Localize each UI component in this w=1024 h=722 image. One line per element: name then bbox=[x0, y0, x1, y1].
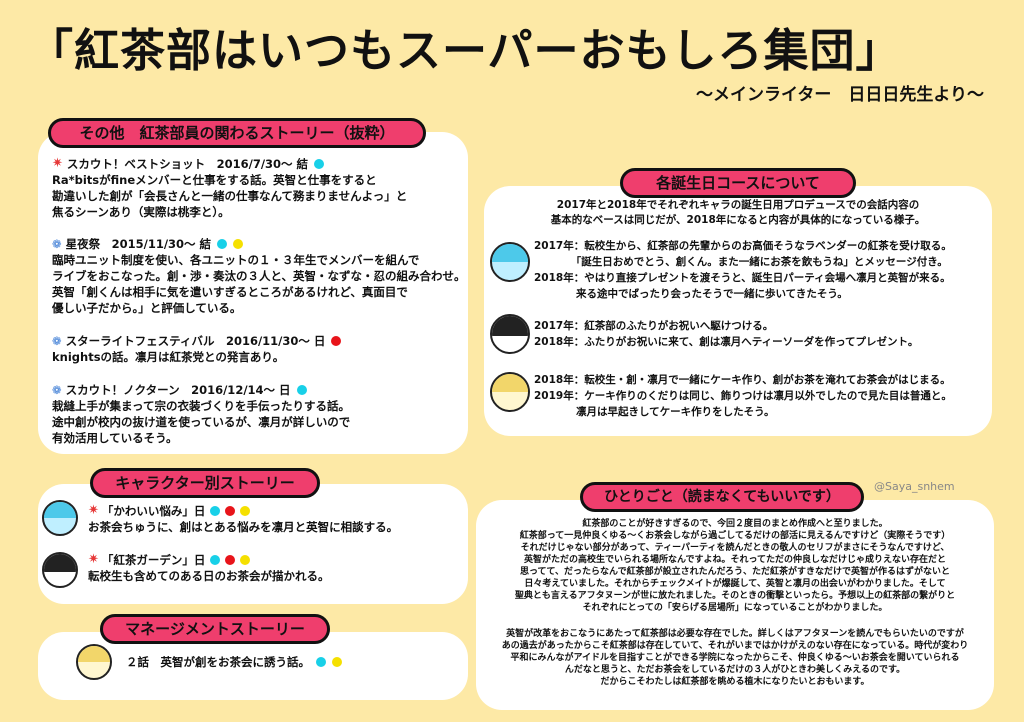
yellow-dot bbox=[332, 657, 342, 667]
red-dot bbox=[225, 506, 236, 516]
monologue-line: それだけじゃない部分があって、ティーパーティを読んだときの敬人のセリフがまさにそ… bbox=[520, 543, 950, 553]
birthday-line: 2018年：ふたりがお祝いに来て、創は凛月へティーソーダを作ってプレゼント。 bbox=[534, 336, 919, 348]
birthday-line: 2018年：やはり直接プレゼントを渡そうと、誕生日パーティ会場へ凛月と英智が来る… bbox=[534, 272, 951, 284]
page-title: 「紅茶部はいつもスーパーおもしろ集団」 bbox=[28, 24, 902, 77]
monologue-line: 平和にみんながアイドルを目指すことができる学院になったからこそ、仲良くゆる〜いお… bbox=[510, 653, 960, 663]
other-stories-card bbox=[38, 132, 468, 454]
birthday-line: 凛月は早起きしてケーキ作りをしたそう。 bbox=[534, 406, 775, 418]
character-avatar-ritsu bbox=[42, 552, 78, 588]
fan-icon: ❁ bbox=[52, 237, 62, 251]
monologue-line: 英智が改革をおこなうにあたって紅茶部は必要な存在でした。詳しくはアフタヌーンを読… bbox=[506, 629, 964, 639]
monologue-para-2: 英智が改革をおこなうにあたって紅茶部は必要な存在でした。詳しくはアフタヌーンを読… bbox=[480, 628, 990, 688]
monologue-line: んだなと思うと、ただお茶会をしているだけの３人がひときわ美しくみえるのです。 bbox=[564, 665, 906, 675]
birthday-line: 2017年：紅茶部のふたりがお祝いへ駆けつける。 bbox=[534, 320, 774, 332]
monologue-line: 聖典とも言えるアフタヌーンが世に放たれました。そのときの衝撃といったら。予想以上… bbox=[514, 591, 956, 601]
monologue-para-1: 紅茶部のことが好きすぎるので、今回２度目のまとめ作成へと至りました。 紅茶部って… bbox=[480, 518, 990, 614]
chara-item-kawaii: ✷「かわいい悩み」日 お茶会ちゅうに、創はとある悩みを凛月と英智に相談する。 bbox=[88, 503, 398, 535]
management-text: ２話 英智が創をお茶会に誘う話。 bbox=[126, 655, 310, 669]
monologue-line: 思ってて、だったらなんで紅茶部が設立されたんだろう、ただ紅茶がすきなだけで英智が… bbox=[519, 567, 951, 577]
character-avatar-eichi bbox=[76, 644, 112, 680]
other-stories-heading: その他 紅茶部員の関わるストーリー（抜粋） bbox=[48, 118, 426, 148]
birthday-line: 2019年：ケーキ作りのくだりは同じ、飾りつけは凛月以外でしたので見た目は普通と… bbox=[534, 390, 952, 402]
monologue-line: 紅茶部のことが好きすぎるので、今回２度目のまとめ作成へと至りました。 bbox=[582, 519, 888, 529]
chara-item-title: 「紅茶ガーデン」日 bbox=[101, 553, 206, 567]
monologue-line: 日々考えていました。それからチェックメイトが爆誕して、英智と凛月の出会いがわかり… bbox=[524, 579, 946, 589]
chara-stories-heading: キャラクター別ストーリー bbox=[90, 468, 320, 498]
yellow-dot bbox=[240, 555, 251, 565]
monologue-line: 英智がただの高校生でいられる場所なんですよね。それってただの仲良しなだけじゃ成り… bbox=[523, 555, 947, 565]
monologue-line: それぞれにとっての「安らげる居場所」になっていることがわかりました。 bbox=[582, 603, 888, 613]
red-dot bbox=[225, 555, 236, 565]
chara-stories-card bbox=[38, 484, 468, 604]
story-line: Ra*bitsがfineメンバーと仕事をする話。英智と仕事をすると bbox=[52, 173, 377, 187]
cyan-dot bbox=[314, 159, 325, 169]
red-dot bbox=[331, 336, 342, 346]
star-icon: ✷ bbox=[52, 156, 63, 171]
star-icon: ✷ bbox=[88, 552, 99, 567]
watermark: @Saya_snhem bbox=[874, 480, 955, 493]
monologue-line: だからこそわたしは紅茶部を眺める植木になりたいとおもいます。 bbox=[600, 677, 870, 687]
chara-item-line: 転校生も含めてのある日のお茶会が描かれる。 bbox=[88, 569, 330, 583]
chara-item-line: お茶会ちゅうに、創はとある悩みを凛月と英智に相談する。 bbox=[88, 520, 399, 534]
birthday-group-2: 2017年：紅茶部のふたりがお祝いへ駆けつける。 2018年：ふたりがお祝いに来… bbox=[534, 318, 918, 350]
monologue-card bbox=[476, 500, 994, 710]
intro-line: 2017年と2018年でそれぞれキャラの誕生日用プロデュースでの会話内容の bbox=[556, 199, 920, 211]
birthday-line: 「誕生日おめでとう、創くん。また一緒にお茶を飲もうね」とメッセージ付き。 bbox=[534, 256, 948, 268]
story-best-shot: ✷スカウト！ベストショット 2016/7/30〜 結 Ra*bitsがfineメ… bbox=[52, 156, 407, 220]
story-nocturne: ❁スカウト！ノクターン 2016/12/14〜 日 栽縫上手が集まって宗の衣装づ… bbox=[52, 382, 350, 446]
story-line: 有効活用しているそう。 bbox=[52, 431, 178, 445]
birthday-card bbox=[484, 186, 992, 436]
monologue-line: あの過去があったからこそ紅茶部は存在していて、それがいまではかけがえのない存在に… bbox=[501, 641, 969, 651]
character-avatar-tori bbox=[490, 242, 530, 282]
intro-line: 基本的なベースは同じだが、2018年になると内容が具体的になっている様子。 bbox=[550, 214, 926, 226]
birthday-group-1: 2017年：転校生から、紅茶部の先輩からのお高価そうなラベンダーの紅茶を受け取る… bbox=[534, 238, 952, 302]
monologue-line: 紅茶部って一見仲良くゆる〜くお茶会しながら過ごしてるだけの部活に見えるんですけど… bbox=[519, 531, 951, 541]
birthday-group-3: 2018年：転校生・創・凛月で一緒にケーキ作り、創がお茶を淹れてお茶会がはじまる… bbox=[534, 372, 952, 420]
cyan-dot bbox=[316, 657, 326, 667]
cyan-dot bbox=[210, 555, 221, 565]
yellow-dot bbox=[240, 506, 251, 516]
star-icon: ✷ bbox=[88, 503, 99, 518]
monologue-heading: ひとりごと（読まなくてもいいです） bbox=[580, 482, 864, 512]
story-title: スカウト！ベストショット 2016/7/30〜 結 bbox=[66, 157, 309, 171]
story-line: 焦るシーンあり（実際は桃李と）。 bbox=[52, 205, 230, 219]
character-avatar-tori bbox=[42, 500, 78, 536]
story-line: knightsの話。凛月は紅茶党との発言あり。 bbox=[52, 350, 285, 364]
story-line: ライブをおこなった。創・渉・奏汰の３人と、英智・なずな・忍の組み合わせ。 bbox=[52, 269, 466, 283]
chara-item-title: 「かわいい悩み」日 bbox=[101, 504, 206, 518]
birthday-line: 2017年：転校生から、紅茶部の先輩からのお高価そうなラベンダーの紅茶を受け取る… bbox=[534, 240, 952, 252]
cyan-dot bbox=[210, 506, 221, 516]
birthday-intro: 2017年と2018年でそれぞれキャラの誕生日用プロデュースでの会話内容の 基本… bbox=[490, 198, 986, 228]
story-line: 臨時ユニット制度を使い、各ユニットの１・３年生でメンバーを組んで bbox=[52, 253, 420, 267]
yellow-dot bbox=[233, 239, 244, 249]
story-seiyasai: ❁星夜祭 2015/11/30〜 結 臨時ユニット制度を使い、各ユニットの１・３… bbox=[52, 236, 466, 316]
story-title: スカウト！ノクターン 2016/12/14〜 日 bbox=[65, 383, 291, 397]
management-line: ２話 英智が創をお茶会に誘う話。 bbox=[126, 654, 342, 670]
fan-icon: ❁ bbox=[52, 334, 62, 348]
character-avatar-eichi bbox=[490, 372, 530, 412]
birthday-line: 来る途中でばったり会ったそうで一緒に歩いてきたそう。 bbox=[534, 288, 848, 300]
chara-item-garden: ✷「紅茶ガーデン」日 転校生も含めてのある日のお茶会が描かれる。 bbox=[88, 552, 330, 584]
story-title: 星夜祭 2015/11/30〜 結 bbox=[65, 237, 212, 251]
cyan-dot bbox=[296, 385, 307, 395]
birthday-heading: 各誕生日コースについて bbox=[620, 168, 856, 198]
character-avatar-ritsu bbox=[490, 314, 530, 354]
management-heading: マネージメントストーリー bbox=[100, 614, 330, 644]
story-line: 途中創が校内の抜け道を使っているが、凛月が詳しいので bbox=[52, 415, 351, 429]
story-starlight: ❁スターライトフェスティバル 2016/11/30〜 日 knightsの話。凛… bbox=[52, 333, 342, 365]
cyan-dot bbox=[217, 239, 228, 249]
birthday-line: 2018年：転校生・創・凛月で一緒にケーキ作り、創がお茶を淹れてお茶会がはじまる… bbox=[534, 374, 951, 386]
story-line: 栽縫上手が集まって宗の衣装づくりを手伝ったりする話。 bbox=[52, 399, 350, 413]
story-line: 英智「創くんは相手に気を遣いすぎるところがあるけれど、真面目で bbox=[52, 285, 408, 299]
page-subtitle: 〜メインライター 日日日先生より〜 bbox=[696, 85, 984, 105]
story-line: 優しい子だから。」と評価している。 bbox=[52, 301, 242, 315]
story-line: 勘違いした創が「会長さんと一緒の仕事なんて務まりませんよっ」と bbox=[52, 189, 408, 203]
fan-icon: ❁ bbox=[52, 383, 62, 397]
story-title: スターライトフェスティバル 2016/11/30〜 日 bbox=[65, 334, 326, 348]
